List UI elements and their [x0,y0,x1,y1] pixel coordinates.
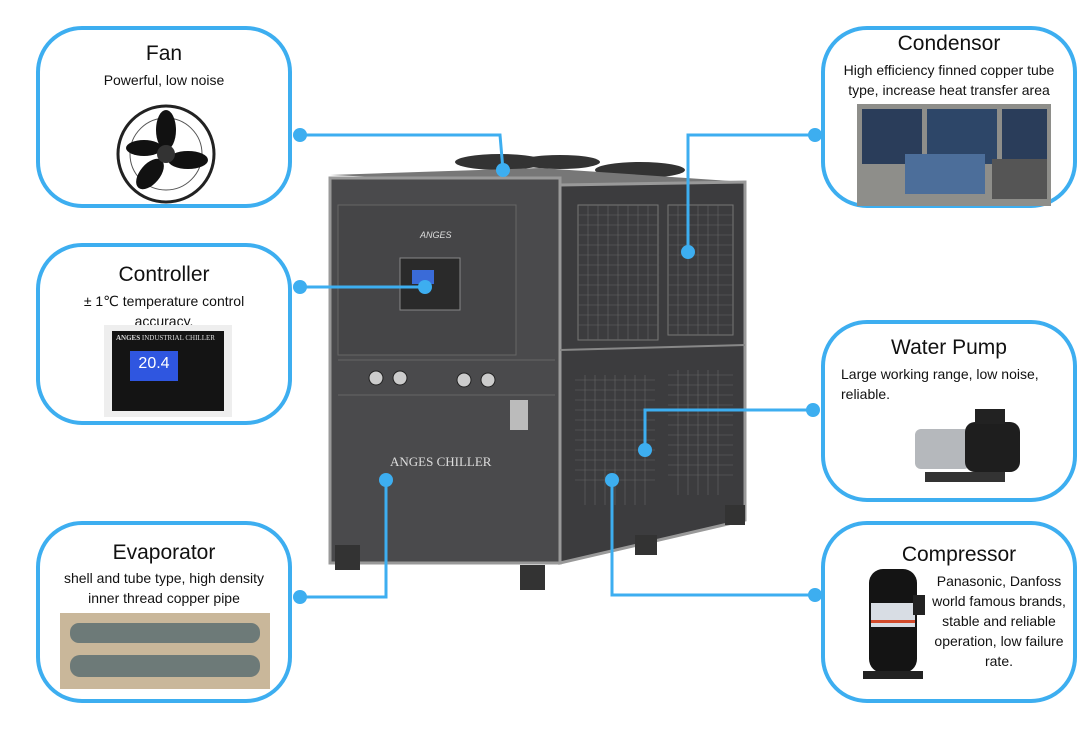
fan-target-dot [496,163,510,177]
controller-connector-dot [293,280,307,294]
evaporator-connector-dot [293,590,307,604]
pump-connector-dot [806,403,820,417]
compressor-title: Compressor [901,543,1017,566]
compressor-callout: Compressor Panasonic, Danfoss world famo… [821,521,1077,703]
condensor-image [857,104,1051,206]
fan-title: Fan [145,42,183,65]
pump-target-dot [638,443,652,457]
water-pump-title: Water Pump [891,336,1007,359]
condensor-description: High efficiency finned copper tube type,… [843,62,1055,98]
controller-image: ANGES INDUSTRIAL CHILLER 20.4 [104,325,232,417]
evaporator-target-dot [379,473,393,487]
controller-display: 20.4 [130,351,178,381]
evaporator-title: Evaporator [112,541,216,564]
fan-callout: Fan Powerful, low noise [36,26,292,208]
evaporator-description: shell and tube type, high density inner … [63,570,265,606]
condensor-title: Condensor [897,32,1001,55]
controller-title: Controller [118,263,210,286]
front-brand-logo: ANGES [419,230,452,240]
evaporator-image [60,613,270,689]
evaporator-callout: Evaporator shell and tube type, high den… [36,521,292,703]
machine-label: ANGES CHILLER [390,454,492,469]
condensor-target-dot [681,245,695,259]
compressor-description: Panasonic, Danfoss world famous brands, … [932,573,1066,669]
fan-image [116,104,216,204]
controller-callout: Controller ± 1℃ temperature control accu… [36,243,292,425]
condensor-callout: Condensor High efficiency finned copper … [821,26,1077,208]
compressor-connector-dot [808,588,822,602]
fan-connector-dot [293,128,307,142]
compressor-target-dot [605,473,619,487]
water-pump-description: Large working range, low noise, reliable… [841,366,1039,402]
compressor-image [863,569,925,679]
condensor-connector-dot [808,128,822,142]
fan-description: Powerful, low noise [103,72,225,88]
water-pump-callout: Water Pump Large working range, low nois… [821,320,1077,502]
water-pump-image [915,409,1020,482]
controller-target-dot [418,280,432,294]
